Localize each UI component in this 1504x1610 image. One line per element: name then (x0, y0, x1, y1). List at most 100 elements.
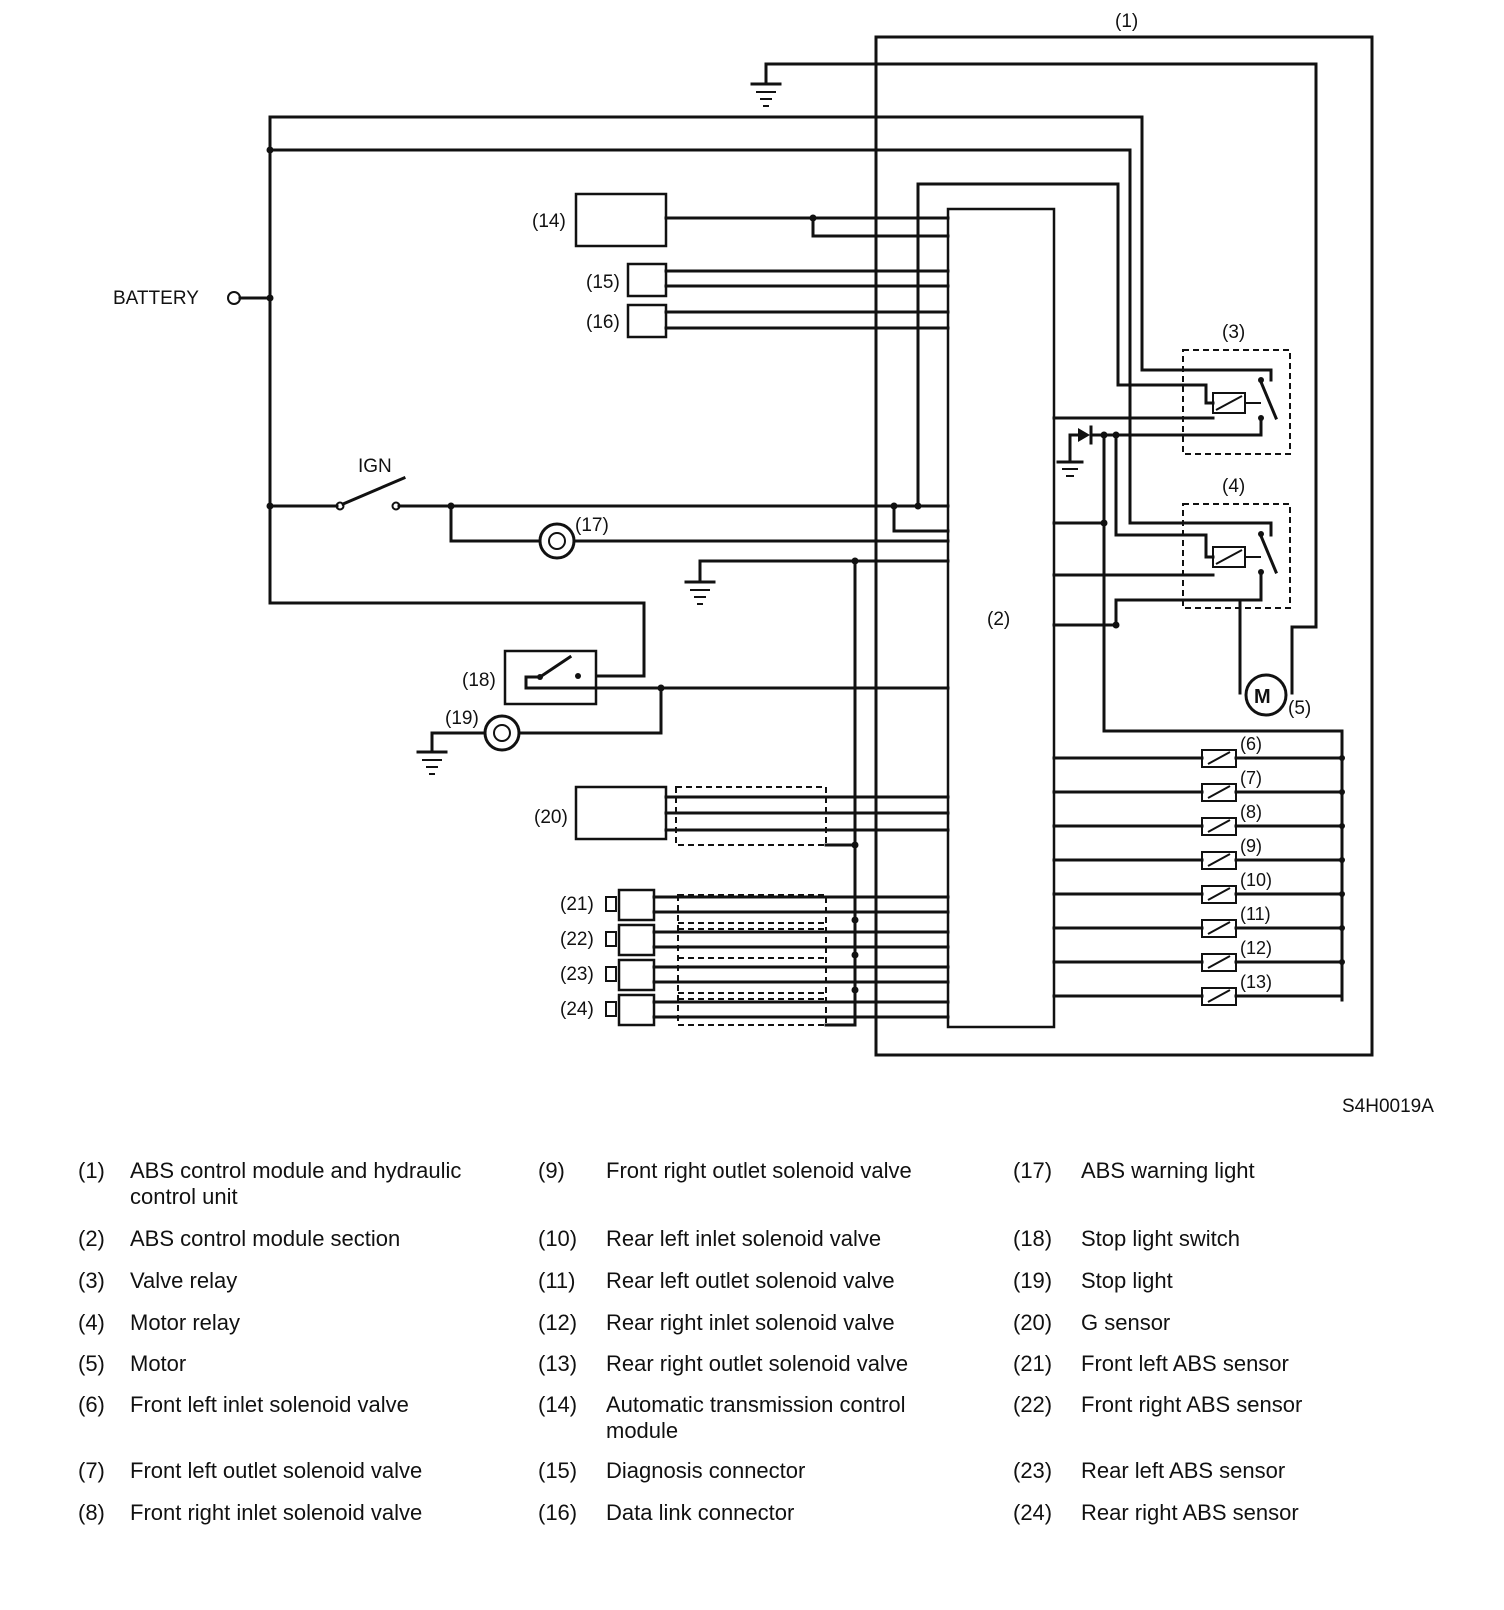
label-c11: (11) (1240, 904, 1271, 924)
legend-text: Stop light (1081, 1268, 1173, 1293)
legend-num: (13) (538, 1351, 578, 1376)
motor-relay (1182, 503, 1291, 609)
legend-num: (15) (538, 1458, 578, 1483)
legend-text: Rear right outlet solenoid valve (606, 1351, 909, 1376)
label-c7: (7) (1240, 768, 1262, 788)
wire-ground-to-motor (764, 62, 1318, 695)
label-c2: (2) (987, 609, 1010, 630)
legend-text: Diagnosis connector (606, 1458, 806, 1483)
label-c24: (24) (560, 999, 594, 1020)
legend-num: (4) (78, 1310, 105, 1335)
atcm-box (574, 192, 668, 248)
legend-text: Motor (130, 1351, 187, 1376)
legend-num: (7) (78, 1458, 105, 1483)
legend-text: Front right outlet solenoid valve (606, 1158, 912, 1183)
legend-text: Front left outlet solenoid valve (130, 1458, 423, 1483)
stop-light (483, 714, 521, 752)
legend-num: (23) (1013, 1458, 1053, 1483)
legend-text: ABS control module section (130, 1226, 401, 1251)
legend-text: ABS warning light (1081, 1158, 1255, 1183)
label-c23: (23) (560, 964, 594, 985)
front-left-abs-sensor (605, 888, 950, 922)
data-link-connector-box (626, 303, 668, 339)
legend-num: (22) (1013, 1392, 1053, 1417)
front-right-abs-sensor (605, 923, 950, 957)
label-c18: (18) (462, 670, 496, 691)
diode (1078, 425, 1093, 445)
legend-text: Front left ABS sensor (1081, 1351, 1289, 1376)
label-c8: (8) (1240, 802, 1262, 822)
wheel-sensors (677, 894, 827, 1026)
legend-num: (3) (78, 1268, 105, 1293)
label-c22: (22) (560, 929, 594, 950)
legend-text: Automatic transmission control module (606, 1392, 906, 1443)
diagnosis-connector-box (626, 262, 668, 298)
rear-left-abs-sensor (605, 958, 950, 992)
figure-code: S4H0019A (1342, 1096, 1434, 1117)
abs-hydraulic-unit-outline (874, 35, 1374, 1057)
label-c19: (19) (445, 708, 479, 729)
legend-text: Front left inlet solenoid valve (130, 1392, 409, 1417)
legend-text: Front right inlet solenoid valve (130, 1500, 423, 1525)
ground-symbol-top (750, 62, 782, 107)
legend-num: (12) (538, 1310, 578, 1335)
legend-num: (8) (78, 1500, 105, 1525)
ign-label: IGN (358, 456, 392, 477)
legend-num: (24) (1013, 1500, 1053, 1525)
battery-label: BATTERY (113, 288, 199, 309)
stop-light-switch-box (503, 649, 598, 706)
ground-symbol-stoplight (416, 750, 448, 775)
abs-control-module (946, 207, 1056, 1029)
motor (1244, 673, 1288, 717)
solenoid-valve-6 (1052, 749, 1345, 768)
label-c13: (13) (1240, 972, 1272, 992)
solenoid-valve-9 (1052, 851, 1345, 870)
label-c20: (20) (534, 807, 568, 828)
legend-text: Valve relay (130, 1268, 238, 1293)
legend-num: (5) (78, 1351, 105, 1376)
legend-num: (1) (78, 1158, 105, 1183)
solenoid-valve-11 (1052, 919, 1345, 938)
label-c15: (15) (586, 272, 620, 293)
label-c14: (14) (532, 211, 566, 232)
label-c10: (10) (1240, 870, 1272, 890)
legend-num: (11) (538, 1268, 576, 1293)
legend-text: Data link connector (606, 1500, 795, 1525)
legend-num: (10) (538, 1226, 578, 1251)
legend-num: (17) (1013, 1158, 1053, 1183)
ground-symbol-diode (1056, 460, 1084, 477)
legend-num: (2) (78, 1226, 105, 1251)
legend-text: Motor relay (130, 1310, 241, 1335)
legend-text: Rear left ABS sensor (1081, 1458, 1286, 1483)
rear-right-abs-sensor (605, 993, 950, 1027)
legend-text: Rear left inlet solenoid valve (606, 1226, 882, 1251)
legend-num: (9) (538, 1158, 565, 1183)
motor-symbol: M (1254, 686, 1271, 708)
label-c1: (1) (1115, 11, 1138, 32)
legend-text: Rear right inlet solenoid valve (606, 1310, 895, 1335)
label-c12: (12) (1240, 938, 1272, 958)
legend-num: (20) (1013, 1310, 1053, 1335)
legend-text: Rear right ABS sensor (1081, 1500, 1299, 1525)
label-c16: (16) (586, 312, 620, 333)
legend-num: (19) (1013, 1268, 1053, 1293)
legend-num: (21) (1013, 1351, 1053, 1376)
abs-wiring-diagram: (1) (2) BATTERY (14) (15) (16) (113, 11, 1374, 1057)
solenoid-valve-10 (1052, 885, 1345, 904)
battery-terminal (227, 291, 241, 305)
legend: (1)ABS control module and hydraulic cont… (0, 1158, 1504, 1578)
label-c4: (4) (1222, 476, 1245, 497)
ground-symbol-mid (684, 580, 716, 605)
legend-num: (14) (538, 1392, 578, 1417)
abs-warning-light (538, 522, 576, 560)
solenoid-valve-7 (1052, 783, 1345, 802)
label-c6: (6) (1240, 734, 1262, 754)
legend-text: Stop light switch (1081, 1226, 1240, 1251)
solenoid-valves (1052, 749, 1345, 1006)
legend-text: Front right ABS sensor (1081, 1392, 1303, 1417)
label-c9: (9) (1240, 836, 1262, 856)
label-c5: (5) (1288, 698, 1311, 719)
valve-relay (1182, 349, 1291, 455)
legend-num: (16) (538, 1500, 578, 1525)
label-c3: (3) (1222, 322, 1245, 343)
